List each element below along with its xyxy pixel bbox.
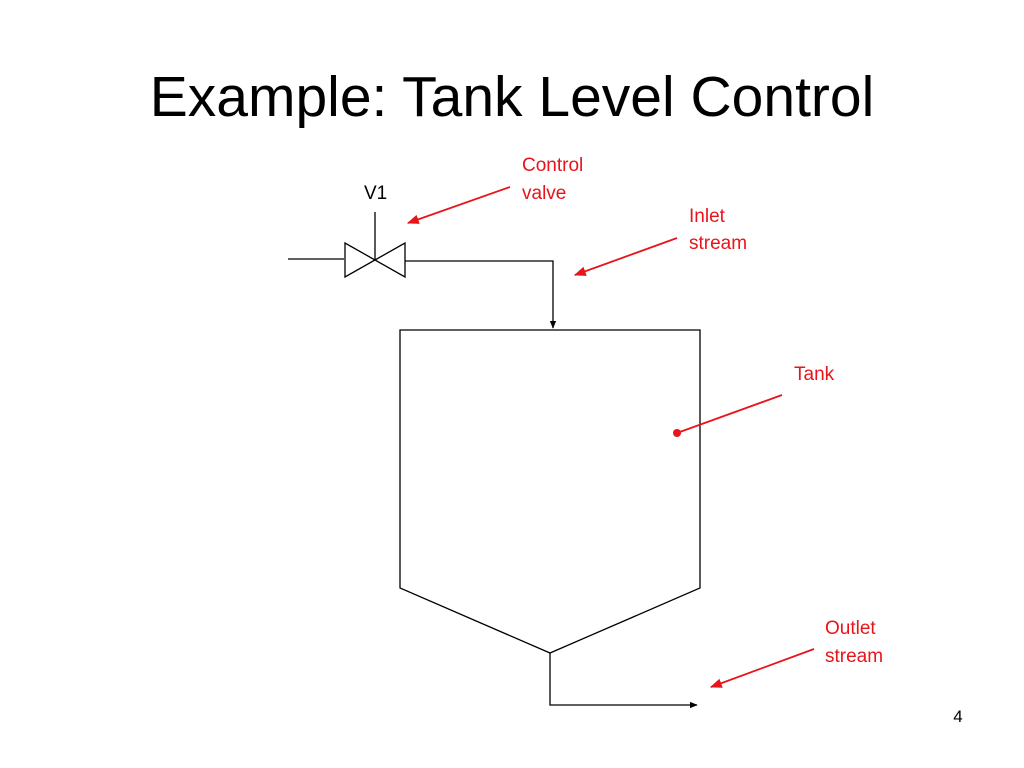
inlet-stream-annotation-line2: stream [689, 233, 747, 254]
outlet-pipe [549, 653, 698, 709]
outlet-stream-annotation-line1: Outlet [825, 618, 876, 639]
page-number: 4 [953, 707, 963, 726]
inlet-stream-annotation: Inlet stream [689, 206, 747, 254]
valve-body-left [344, 241, 377, 279]
control-valve-v1[interactable] [344, 212, 406, 279]
control-valve-annotation-line2: valve [522, 183, 566, 204]
valve-body-right [373, 241, 406, 279]
outlet-stream-annotation-line2: stream [825, 646, 883, 667]
inlet-pipe [405, 260, 557, 329]
outlet-stream-pointer [709, 648, 815, 688]
tank-pointer [676, 394, 783, 434]
outlet-stream-annotation: Outlet stream [825, 618, 883, 667]
valve-tag-label: V1 [364, 183, 387, 204]
control-valve-annotation-line1: Control [522, 155, 583, 176]
inlet-stream-annotation-line1: Inlet [689, 206, 726, 227]
inlet-stream-pointer [573, 237, 678, 276]
tank-annotation: Tank [794, 364, 835, 385]
control-valve-pointer [406, 186, 511, 224]
control-valve-annotation: Control valve [522, 155, 589, 204]
tank[interactable] [399, 329, 701, 654]
slide-title: Example: Tank Level Control [149, 65, 875, 129]
tank-pointer-dot [673, 429, 681, 437]
